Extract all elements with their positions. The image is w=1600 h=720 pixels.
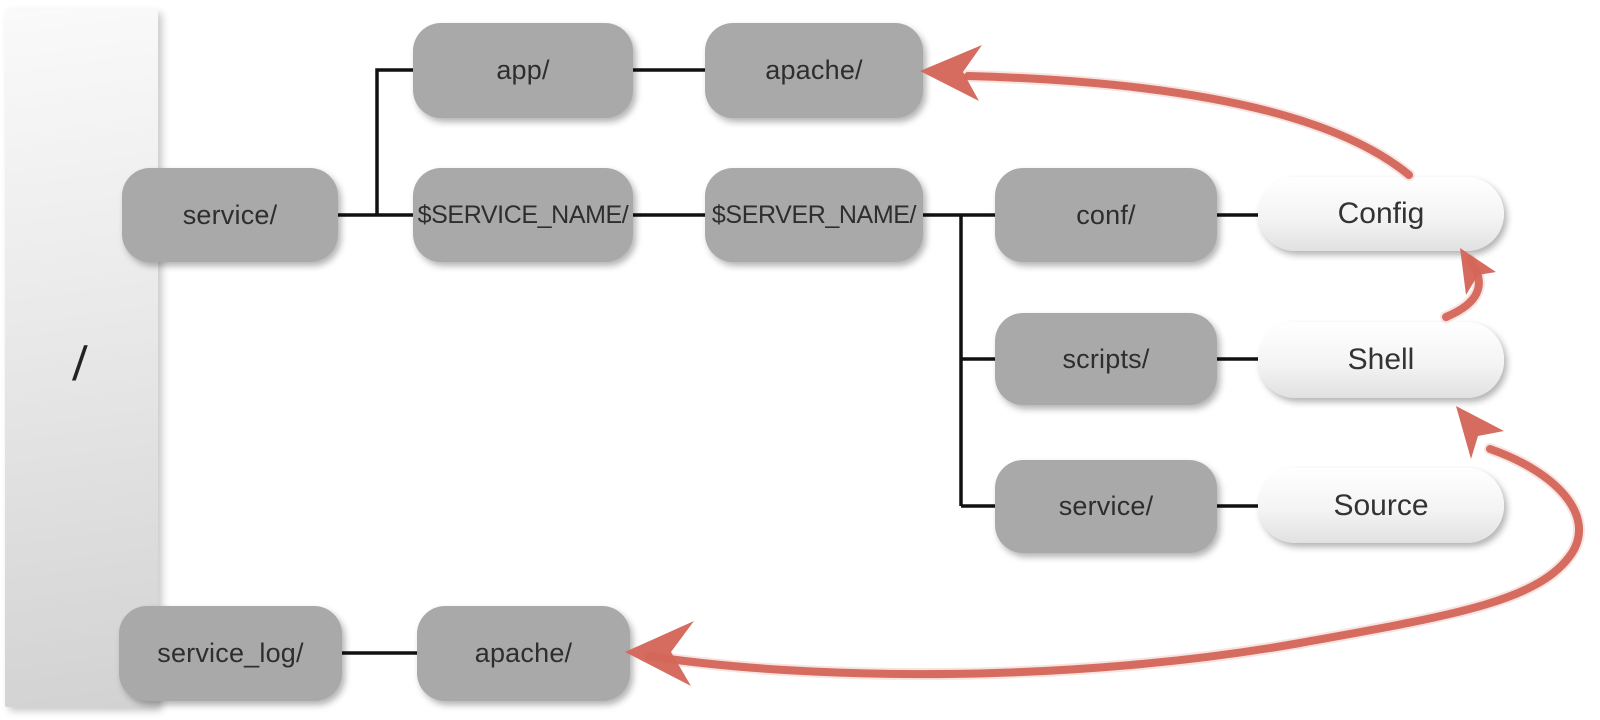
node-shell-label: Shell <box>1347 343 1415 376</box>
node-service: service/ <box>122 168 338 262</box>
arrow-head-at-config <box>1460 248 1496 295</box>
arrow-config-to-apache-top-line <box>964 72 1413 179</box>
arrow-config-to-apache-top <box>920 45 1415 181</box>
node-conf-label: conf/ <box>1076 199 1136 230</box>
arrow-head-at-shell <box>1456 406 1504 459</box>
tree-connector-path <box>338 68 1258 655</box>
node-apache-bottom-label: apache/ <box>474 638 573 668</box>
arrow-shell-to-apache-bottom <box>625 406 1585 686</box>
arrow-shell-to-apache-bottom-line <box>644 445 1583 679</box>
node-service-name: $SERVICE_NAME/ <box>413 168 633 262</box>
node-scripts-label: scripts/ <box>1062 343 1150 374</box>
node-service-label: service/ <box>182 199 278 230</box>
node-shell: Shell <box>1258 322 1504 398</box>
arrow-shell-to-config <box>1440 248 1496 323</box>
node-service-log-label: service_log/ <box>157 638 304 668</box>
node-apache-bottom: apache/ <box>417 606 630 701</box>
root-directory-bar: / <box>5 9 158 707</box>
node-source-label: Source <box>1333 488 1429 522</box>
node-source: Source <box>1258 468 1504 543</box>
arrow-shell-to-apache-bottom-halo <box>642 443 1585 681</box>
node-service-child-label: service/ <box>1058 491 1154 521</box>
node-config: Config <box>1258 177 1504 251</box>
node-conf: conf/ <box>995 168 1217 262</box>
node-apache-top-label: apache/ <box>765 55 863 85</box>
node-service-log: service_log/ <box>119 606 342 701</box>
node-apache-top: apache/ <box>705 23 923 118</box>
arrow-head-at-apache-top <box>920 45 982 101</box>
node-app-label: app/ <box>496 55 550 85</box>
node-scripts: scripts/ <box>995 313 1217 405</box>
node-service-name-label: $SERVICE_NAME/ <box>417 200 629 229</box>
arrow-head-at-apache-bottom <box>625 621 694 686</box>
node-service-child: service/ <box>995 460 1217 553</box>
node-server-name: $SERVER_NAME/ <box>705 168 923 262</box>
node-app: app/ <box>413 23 633 118</box>
node-server-name-label: $SERVER_NAME/ <box>711 200 917 229</box>
node-config-label: Config <box>1337 197 1425 230</box>
